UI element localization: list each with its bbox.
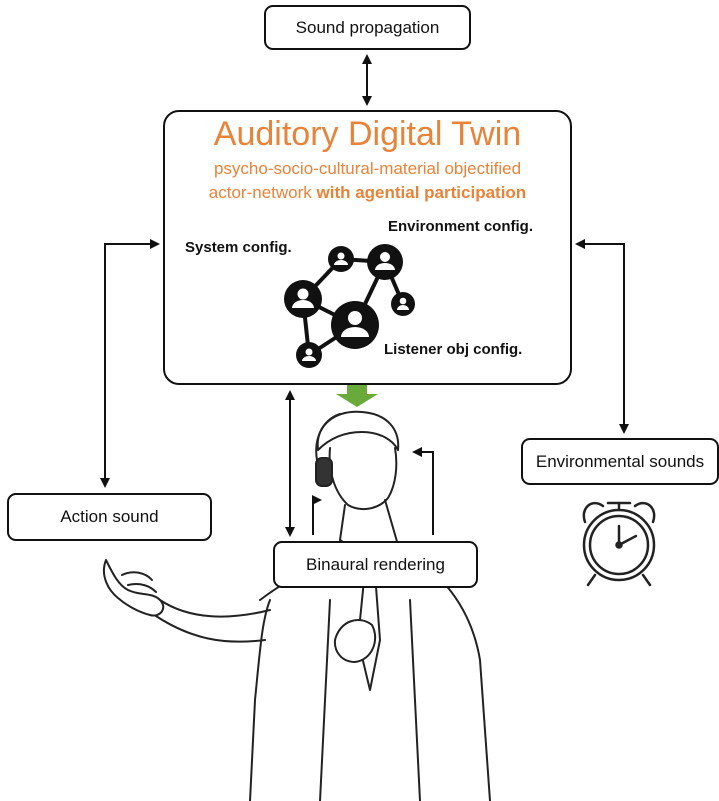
system-config-label: System config. <box>185 239 292 256</box>
twin-subtitle-line1: psycho-socio-cultural-material objectifi… <box>213 159 522 178</box>
listener-config-label: Listener obj config. <box>384 341 523 358</box>
twin-title: Auditory Digital Twin <box>213 115 522 153</box>
binaural-rendering-box: Binaural rendering <box>273 541 478 588</box>
headphone-signal-right <box>412 447 434 535</box>
twin-subtitle-line2-plain: actor-network <box>208 183 317 202</box>
environmental-sounds-label: Environmental sounds <box>535 451 705 471</box>
snapping-hand-icon <box>102 559 165 617</box>
alarm-clock-icon <box>582 501 656 587</box>
sound-propagation-box: Sound propagation <box>264 5 471 50</box>
action-sound-box: Action sound <box>7 493 212 541</box>
environment-config-label: Environment config. <box>388 218 534 235</box>
action-sound-label: Action sound <box>60 507 159 526</box>
auditory-digital-twin-box: Auditory Digital Twin psycho-socio-cultu… <box>163 110 572 385</box>
actor-network-icon <box>284 244 415 368</box>
environmental-sounds-box: Environmental sounds <box>521 438 719 485</box>
binaural-rendering-label: Binaural rendering <box>306 554 445 574</box>
arrow-action-sound <box>100 239 160 488</box>
twin-subtitle-line2-bold: with agential participation <box>316 183 527 202</box>
headphone-signal-left <box>312 495 322 535</box>
listener-person-icon <box>149 410 491 801</box>
sound-propagation-label: Sound propagation <box>295 17 440 37</box>
arrow-environmental-sounds <box>575 239 629 434</box>
twin-subtitle-line2: actor-network with agential participatio… <box>165 183 570 203</box>
